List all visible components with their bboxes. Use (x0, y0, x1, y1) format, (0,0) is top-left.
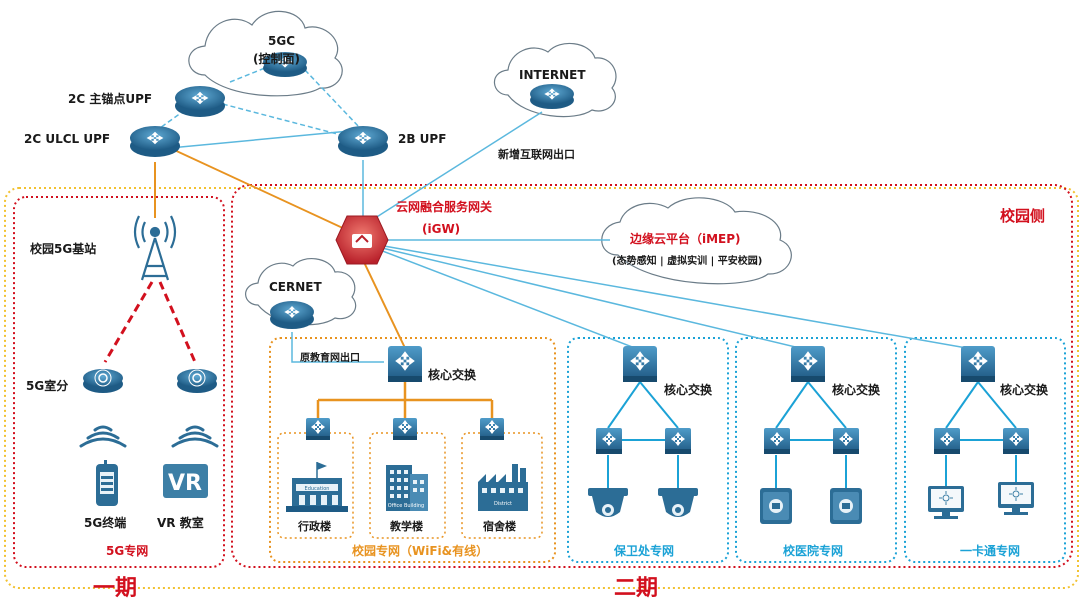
label-campus-net: 校园专网（WiFi&有线） (352, 544, 489, 558)
label-core-switch-campus: 核心交换 (428, 368, 477, 382)
label-5g-terminal: 5G终端 (84, 516, 127, 530)
svg-text:Education: Education (305, 486, 330, 492)
label-card-net: 一卡通专网 (960, 544, 1021, 558)
link-igw-internet (371, 111, 543, 221)
router-main-upf (175, 86, 225, 117)
switch-teach (393, 418, 417, 440)
router-cernet (270, 301, 314, 329)
medical-device-icon-1 (760, 488, 792, 524)
switch-card-left (934, 428, 960, 454)
hospital-tree (775, 381, 847, 488)
label-imep: 边缘云平台（iMEP) (630, 232, 741, 246)
link-bs-indoor1 (103, 281, 154, 363)
label-core-switch-card: 核心交换 (1000, 383, 1049, 397)
label-internet: INTERNET (519, 68, 586, 82)
svg-text:District: District (494, 501, 512, 507)
camera-icon-1 (588, 488, 628, 517)
label-base-station: 校园5G基站 (30, 242, 97, 256)
switch-card-core (961, 346, 995, 382)
router-internet (530, 84, 574, 109)
label-core-switch-hospital: 核心交换 (832, 383, 881, 397)
card-net-border (904, 337, 1066, 563)
label-phase2: 二期 (614, 576, 659, 601)
switch-security-right (665, 428, 691, 454)
security-tree (607, 381, 679, 488)
indoor-antenna-1 (83, 369, 123, 393)
medical-device-icon-2 (830, 488, 862, 524)
building-teach-icon: Office Building (386, 465, 428, 511)
security-net-border (567, 337, 729, 563)
link-cernet-core (291, 332, 384, 363)
label-indoor-5g: 5G室分 (26, 379, 69, 393)
switch-security-left (596, 428, 622, 454)
cloud-imep (601, 197, 792, 285)
building-dorm-icon: District (478, 464, 528, 511)
hospital-net-border (735, 337, 897, 563)
cloud-internet (493, 42, 617, 118)
switch-admin (306, 418, 330, 440)
label-cernet: CERNET (269, 280, 322, 294)
building-admin-icon: Education (286, 462, 348, 512)
switch-hospital-left (764, 428, 790, 454)
label-campus-side: 校园侧 (1000, 207, 1046, 225)
svg-text:VR: VR (168, 471, 202, 496)
label-phase1: 一期 (93, 576, 138, 601)
link-ulcl-igw (169, 147, 361, 237)
link-igw-security (379, 249, 641, 351)
campus-side-border (231, 184, 1073, 568)
camera-icon-2 (658, 488, 698, 517)
label-orig-edu-exit: 原教育网出口 (300, 353, 360, 364)
switch-campus-core (388, 346, 422, 382)
label-5gc: 5GC (268, 34, 296, 48)
link-5gc-2b (304, 69, 361, 129)
link-igw-core (361, 257, 406, 349)
monitor-icon-1 (928, 486, 964, 519)
label-5gc-sub: (控制面) (253, 52, 300, 66)
label-security-net: 保卫处专网 (614, 544, 675, 558)
switch-hospital-core (791, 346, 825, 382)
vr-logo-icon: VR (163, 464, 208, 498)
label-2b-upf: 2B UPF (398, 132, 447, 146)
link-ulcl-2b (169, 129, 361, 149)
label-igw-sub: (iGW) (422, 222, 461, 236)
link-igw-card (383, 245, 979, 351)
router-5gc (263, 52, 307, 77)
card-tree (945, 381, 1017, 486)
phone-icon (96, 460, 118, 506)
label-hospital-net: 校医院专网 (783, 544, 844, 558)
monitor-icon-2 (998, 482, 1034, 515)
label-ulcl-upf: 2C ULCL UPF (24, 132, 111, 146)
wave-icon-1 (79, 425, 127, 448)
router-2b-upf (338, 126, 388, 157)
label-5g-net: 5G专网 (106, 544, 149, 558)
switch-card-right (1003, 428, 1029, 454)
switch-security-core (623, 346, 657, 382)
label-teach-bldg: 教学楼 (390, 520, 423, 533)
igw-device (335, 215, 389, 265)
label-dorm-bldg: 宿舍楼 (483, 520, 516, 533)
indoor-antenna-2 (177, 369, 217, 393)
switch-dorm (480, 418, 504, 440)
label-core-switch-security: 核心交换 (664, 383, 713, 397)
link-main-upf-2b (214, 101, 361, 141)
label-main-upf: 2C 主锚点UPF (68, 92, 153, 106)
link-bs-indoor2 (158, 281, 197, 363)
link-igw-hospital (381, 247, 809, 351)
link-main-upf-5gc (229, 67, 266, 83)
label-imep-sub: (态势感知 | 虚拟实训 | 平安校园) (612, 256, 763, 267)
label-vr-room: VR 教室 (157, 516, 204, 530)
label-igw: 云网融合服务网关 (396, 200, 493, 214)
label-new-internet-exit: 新增互联网出口 (498, 148, 575, 161)
router-ulcl-upf (130, 126, 180, 157)
svg-text:Office Building: Office Building (388, 503, 424, 509)
label-admin-bldg: 行政楼 (298, 520, 331, 533)
cloud-5gc (188, 10, 343, 97)
link-main-upf-ulcl (159, 109, 186, 129)
wave-icon-2 (171, 425, 219, 448)
switch-hospital-right (833, 428, 859, 454)
base-station-tower (133, 215, 177, 281)
